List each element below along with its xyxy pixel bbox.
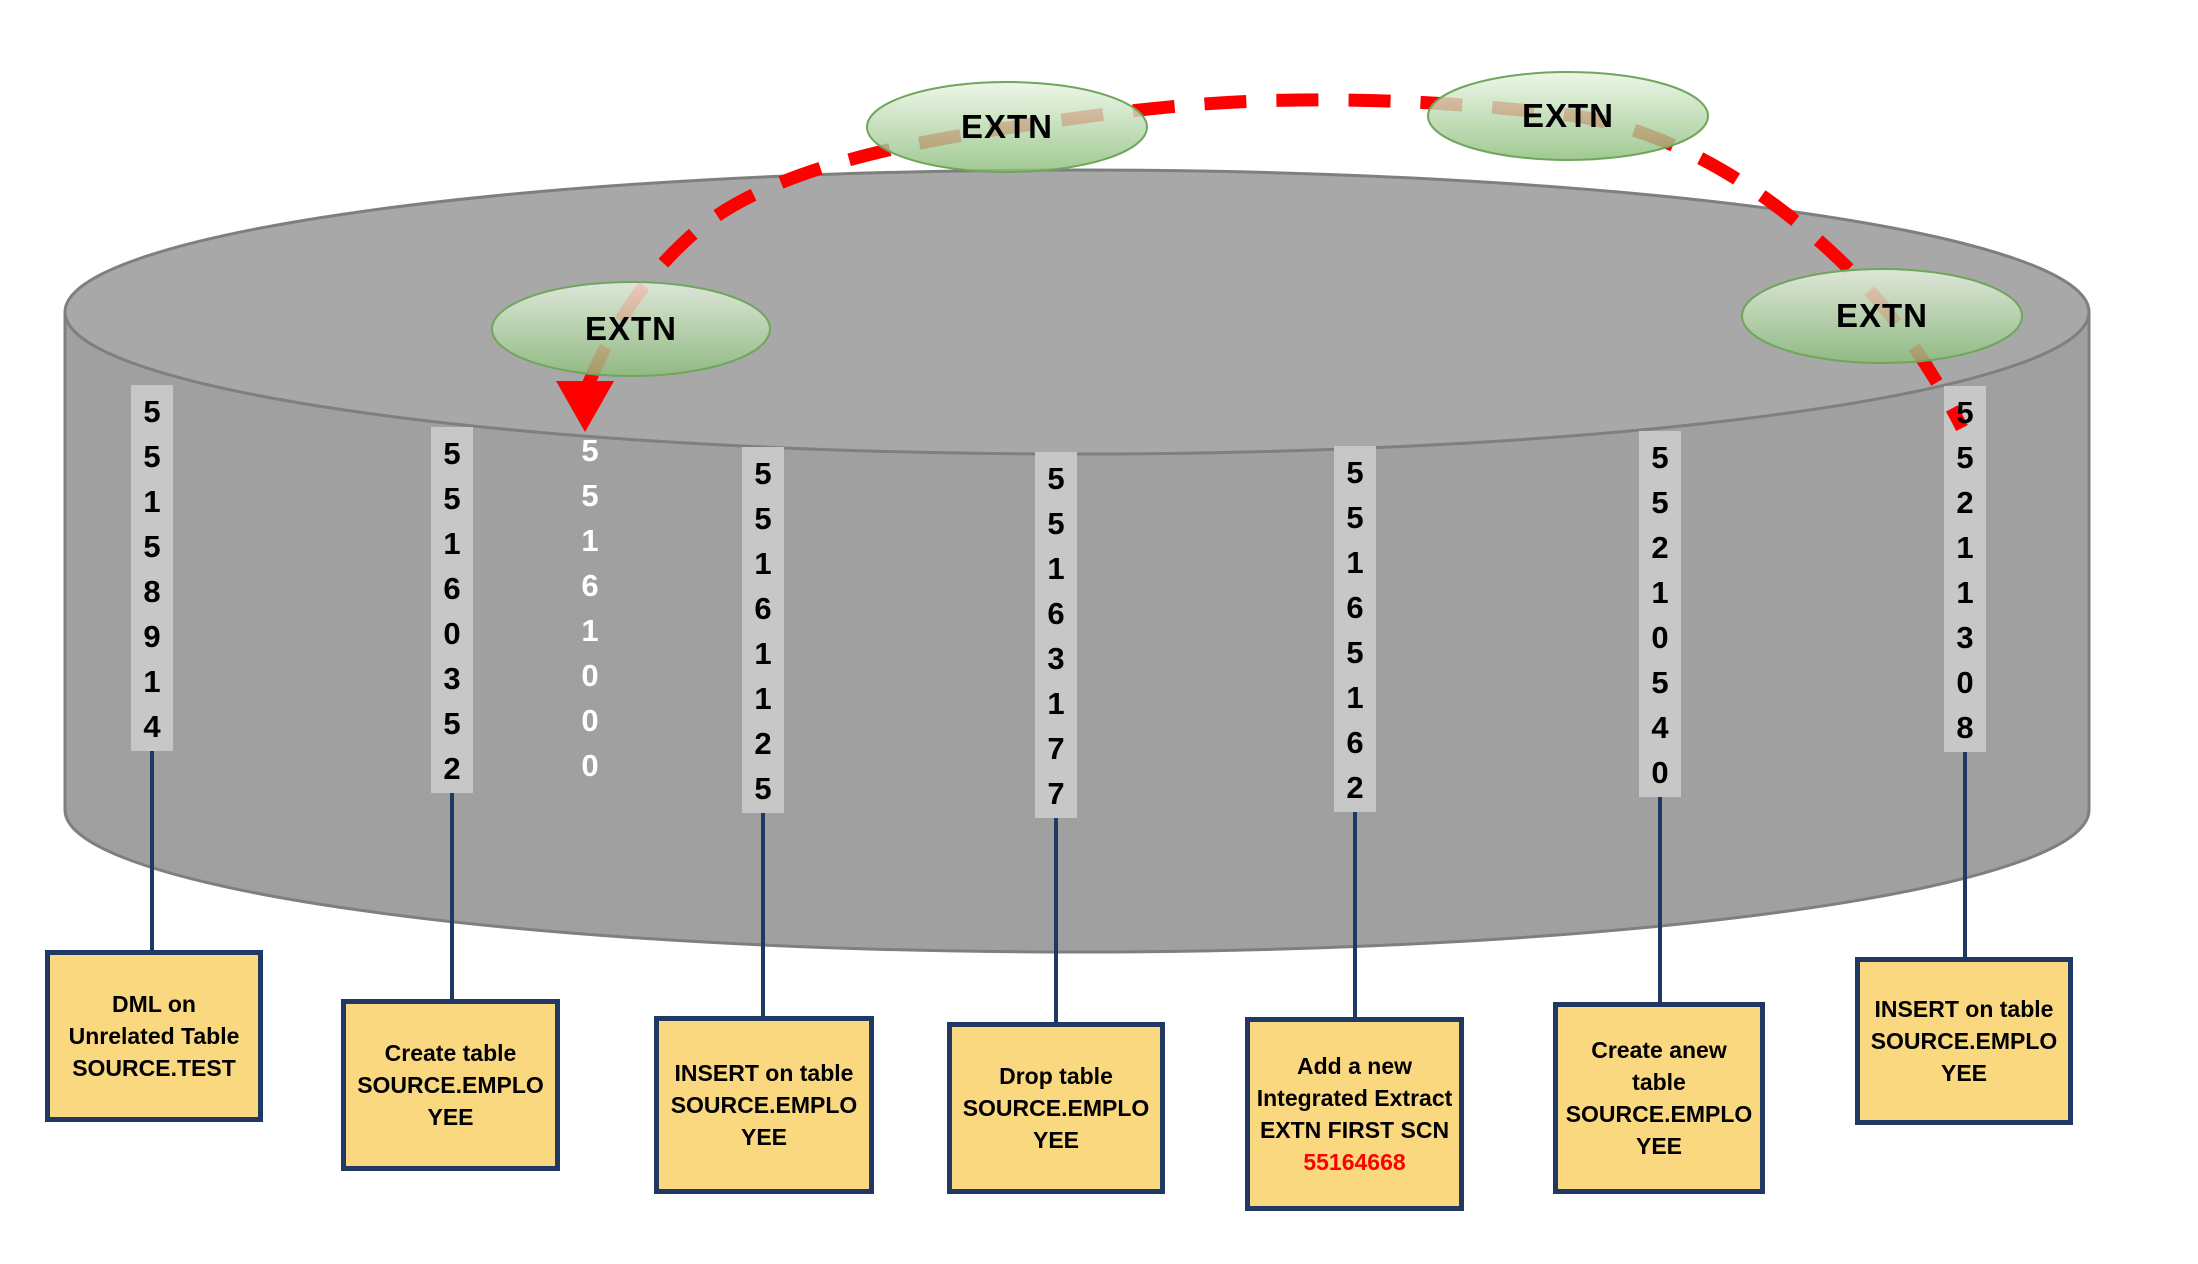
extract-dashed-arc [581, 93, 1968, 431]
extn-bubble-1 [866, 81, 1148, 173]
connector-lines [150, 751, 1967, 1022]
event-box-label: Drop table SOURCE.EMPLO YEE [962, 1063, 1150, 1153]
extn-label-4: EXTN [1835, 297, 1928, 334]
scn-strip-2 [431, 427, 473, 793]
event-box-label: Add a new Integrated Extract EXTN FIRST … [1256, 1053, 1453, 1143]
scn-strip-7 [1639, 431, 1681, 797]
red-arrow-down-icon [556, 381, 614, 432]
scn-strip-1 [131, 385, 173, 751]
extn-label-2: EXTN [1521, 97, 1614, 134]
event-box-create-table: Create table SOURCE.EMPLO YEE [341, 999, 560, 1171]
event-box-create-anew-table: Create anew table SOURCE.EMPLO YEE [1553, 1002, 1765, 1194]
extn-bubble-4 [1741, 268, 2023, 364]
scn-strip-6 [1334, 446, 1376, 812]
event-box-dml-unrelated: DML on Unrelated Table SOURCE.TEST [45, 950, 263, 1122]
extn-bubble-3 [491, 281, 771, 377]
scn-strip-8 [1944, 386, 1986, 752]
extn-label-3: EXTN [584, 310, 677, 347]
event-box-drop-table: Drop table SOURCE.EMPLO YEE [947, 1022, 1165, 1194]
event-box-insert-table: INSERT on table SOURCE.EMPLO YEE [654, 1016, 874, 1194]
extn-bubble-2 [1427, 71, 1709, 161]
scn-strip-4 [742, 447, 784, 813]
event-box-add-extract: Add a new Integrated Extract EXTN FIRST … [1245, 1017, 1464, 1211]
scn-label-strips [131, 385, 1986, 818]
extract-bubbles [491, 71, 2023, 377]
scn-strip-5 [1035, 452, 1077, 818]
event-box-label: INSERT on table SOURCE.EMPLO YEE [1870, 996, 2058, 1086]
event-box-label: Create anew table SOURCE.EMPLO YEE [1565, 1037, 1753, 1159]
extn-label-1: EXTN [960, 108, 1053, 145]
event-box-label: Create table SOURCE.EMPLO YEE [357, 1040, 544, 1130]
first-scn-value: 55164668 [1303, 1149, 1406, 1175]
event-box-label: DML on Unrelated Table SOURCE.TEST [68, 991, 240, 1081]
event-box-label: INSERT on table SOURCE.EMPLO YEE [670, 1060, 858, 1150]
event-box-insert-table-2: INSERT on table SOURCE.EMPLO YEE [1855, 957, 2073, 1125]
